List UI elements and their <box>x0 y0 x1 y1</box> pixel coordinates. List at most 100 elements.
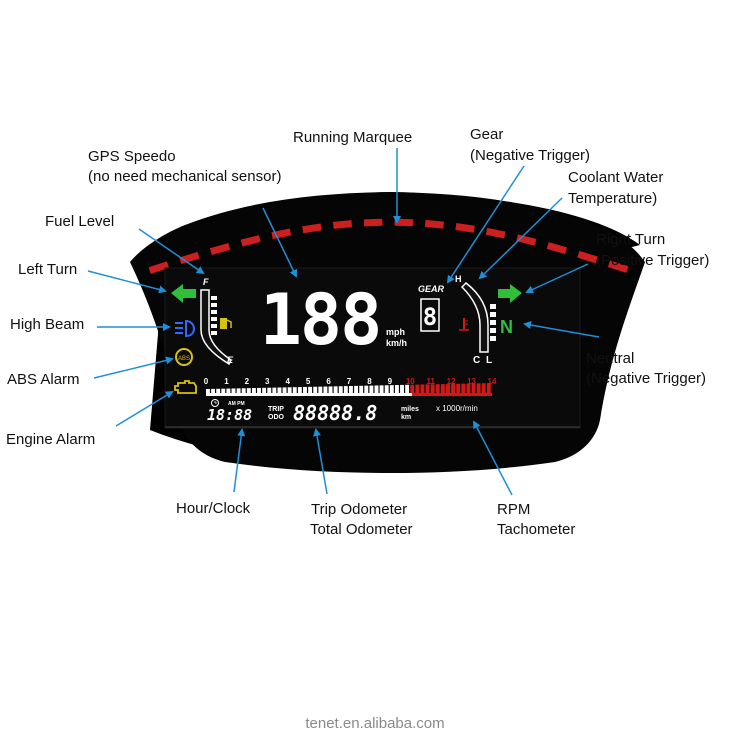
running-marquee <box>148 218 629 274</box>
rpm-tick-label: 5 <box>306 377 311 386</box>
speed-readout: 188 <box>260 279 380 361</box>
marquee-segment <box>485 227 506 239</box>
temp-bar-segment <box>490 320 496 325</box>
gear-readout: 8 <box>423 303 437 331</box>
callout-arrows <box>87 148 600 496</box>
watermark: tenet.en.alibaba.com <box>305 715 445 732</box>
label-fuel-level: Fuel Level <box>45 213 115 230</box>
rpm-tick-label: 3 <box>265 377 270 386</box>
rpm-unit: x 1000r/min <box>436 404 478 413</box>
neutral-indicator: N <box>500 317 513 337</box>
arrow-rpm <box>473 420 513 496</box>
odo-label: ODO <box>268 414 285 421</box>
label-abs-alarm: ABS Alarm <box>7 371 80 388</box>
fuel-bar-segment <box>211 331 217 335</box>
rpm-segment <box>349 386 353 393</box>
rpm-tick-label: 0 <box>204 377 209 386</box>
high-beam-icon <box>175 319 196 338</box>
rpm-segment <box>461 383 466 393</box>
label-rpm-line1: RPM <box>497 501 531 518</box>
label-gps-speedo-line1: GPS Speedo <box>88 148 176 165</box>
temp-cold-label: C <box>473 355 480 366</box>
rpm-segment <box>379 385 384 393</box>
label-running-marquee: Running Marquee <box>293 129 413 146</box>
left-turn-arrow-icon <box>171 284 196 303</box>
label-hour-clock: Hour/Clock <box>176 500 251 517</box>
fuel-gauge: F E <box>200 277 234 366</box>
rpm-segment <box>313 386 318 393</box>
rpm-segment <box>277 387 282 393</box>
temp-low-label: L <box>486 355 492 366</box>
rpm-segment <box>272 387 277 393</box>
arrow-fuel-level <box>138 228 205 275</box>
rpm-segment <box>236 388 241 393</box>
rpm-segment <box>374 385 379 393</box>
rpm-segment <box>216 388 221 393</box>
temp-high-label: H <box>455 274 462 284</box>
rpm-segment <box>400 384 404 393</box>
rpm-segment <box>308 386 313 393</box>
rpm-tick-label: 11 <box>426 377 435 386</box>
rpm-segment <box>257 387 261 393</box>
arrow-trip-odometer <box>313 428 328 495</box>
label-high-beam: High Beam <box>10 316 85 333</box>
rpm-segment <box>251 388 256 393</box>
rpm-tick-label: 13 <box>467 377 476 386</box>
clock-icon <box>211 399 219 407</box>
label-coolant-line2: Temperature) <box>568 190 658 207</box>
clock-readout: 18:88 <box>207 406 252 424</box>
fuel-empty-label: E <box>227 355 234 365</box>
rpm-segment <box>405 384 410 393</box>
odometer-readout: 88888.8 <box>293 401 377 425</box>
arrow-left-turn <box>87 270 167 294</box>
rpm-segment <box>211 388 216 393</box>
fuel-bar-segment <box>211 324 217 328</box>
arrow-engine-alarm <box>115 390 174 427</box>
rpm-segment <box>333 386 338 393</box>
rpm-segment <box>394 385 399 393</box>
trip-label: TRIP <box>268 406 284 413</box>
gear-label: GEAR <box>418 284 445 294</box>
label-trip-odometer-line1: Trip Odometer <box>311 501 408 518</box>
label-gear-line2: (Negative Trigger) <box>470 147 591 164</box>
rpm-segment <box>354 385 359 393</box>
rpm-segment <box>292 387 297 393</box>
rpm-segment <box>451 383 456 393</box>
marquee-segment <box>394 218 414 227</box>
fuel-bar-segment <box>211 310 217 314</box>
label-coolant-line1: Coolant Water <box>568 169 664 186</box>
rpm-tick-label: 4 <box>285 377 290 386</box>
fuel-full-label: F <box>203 277 209 287</box>
rpm-segment <box>456 383 461 393</box>
rpm-segment <box>343 386 348 393</box>
label-neutral-line1: Neutral <box>586 350 635 367</box>
marquee-segment <box>424 219 444 229</box>
label-trip-odometer-line2: Total Odometer <box>310 521 413 538</box>
marquee-segment <box>148 261 170 274</box>
marquee-segment <box>546 242 568 255</box>
arrow-abs-alarm <box>93 356 174 379</box>
rpm-segment <box>364 385 369 393</box>
rpm-segment <box>481 383 486 393</box>
rpm-tick-label: 14 <box>488 377 497 386</box>
label-rpm-line2: Tachometer <box>497 521 576 538</box>
rpm-tick-label: 12 <box>447 377 456 386</box>
gear-box <box>420 298 440 332</box>
rpm-segment <box>328 386 333 393</box>
rpm-tick-label: 1 <box>224 377 229 386</box>
rpm-segment <box>466 383 471 393</box>
speed-unit-mph: mph <box>386 327 405 337</box>
coolant-gauge: H C L <box>455 274 496 366</box>
rpm-segment <box>384 385 389 393</box>
rpm-segment <box>446 383 450 393</box>
temp-bar-segment <box>490 336 496 341</box>
engine-icon <box>174 380 197 394</box>
fuel-bar-segment <box>211 303 217 307</box>
temp-bar-segment <box>490 304 496 309</box>
temp-bar-segment <box>490 312 496 317</box>
arrow-neutral <box>523 321 600 338</box>
fuel-pump-icon <box>220 318 232 329</box>
abs-icon-text: ABS <box>178 356 190 362</box>
